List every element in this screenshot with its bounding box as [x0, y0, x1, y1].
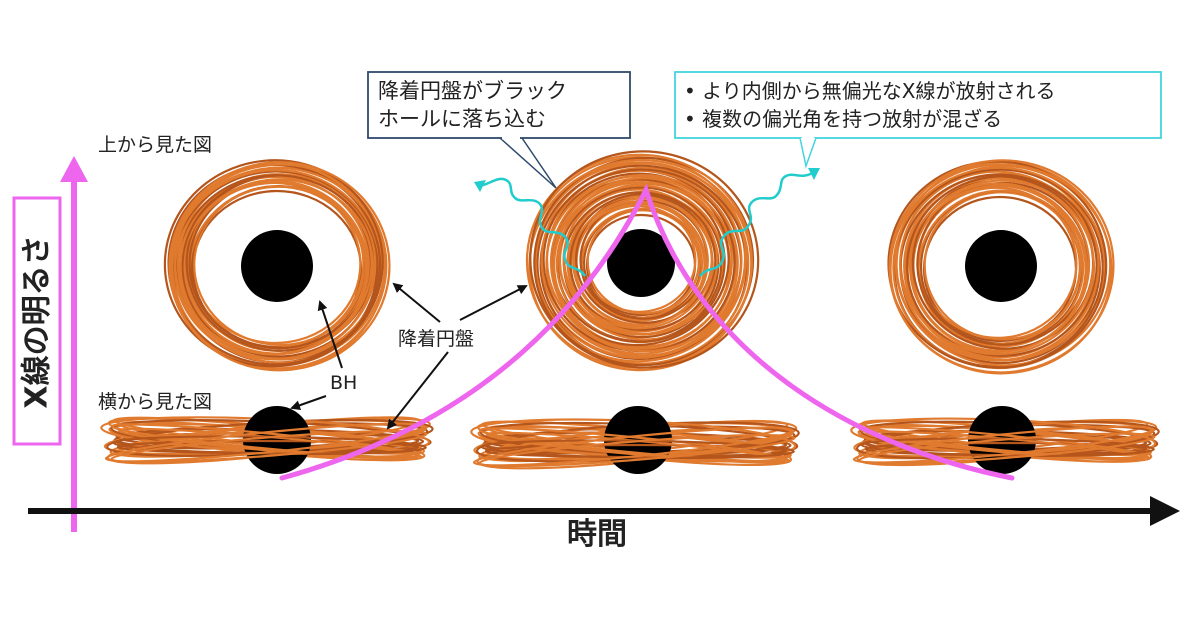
disk-side-1-front — [104, 422, 428, 464]
disk-top-3-stroke — [904, 177, 1091, 354]
callout-infall-box — [367, 71, 631, 139]
callout-emission-box — [674, 71, 1162, 139]
disk-top-3-stroke — [888, 159, 1115, 374]
disk-top-1 — [163, 159, 391, 372]
disk-top-2-stroke — [533, 156, 755, 367]
black-hole-top-3 — [965, 230, 1037, 302]
x-axis-arrowhead — [1150, 496, 1180, 526]
disk-top-2 — [525, 150, 760, 372]
xray-wave-right-tip — [808, 168, 820, 180]
disk-top-2-stroke — [529, 150, 760, 369]
disk-top-1-stroke — [163, 159, 384, 368]
disk-top-1-stroke — [168, 161, 391, 372]
disk-side-2-front-stroke — [478, 433, 796, 468]
disk-side-1-front-stroke — [104, 422, 426, 463]
disk-arrow-top-left — [392, 282, 441, 323]
disk-arrow-top-center — [459, 285, 528, 321]
xray-wave-right — [699, 170, 815, 277]
y-axis-label-box — [12, 196, 62, 446]
disk-side-2-front — [472, 426, 796, 468]
disk-top-3 — [887, 159, 1115, 375]
disk-top-2-stroke — [549, 173, 738, 351]
callout-infall-pointer — [499, 137, 557, 189]
bh-label: BH — [330, 372, 357, 394]
disk-side-3-front-stroke — [852, 425, 1154, 464]
y-axis-arrowhead — [60, 156, 88, 182]
x-axis-label: 時間 — [567, 517, 627, 552]
callout-infall-line-1: 降着円盤がブラック — [378, 79, 567, 103]
xray-wave-left — [479, 177, 587, 277]
disk-label: 降着円盤 — [398, 328, 474, 350]
disk-top-3-stroke — [906, 175, 1098, 357]
y-axis-label: X線の明るさ — [20, 235, 55, 408]
disk-top-3-stroke — [887, 160, 1108, 369]
disk-front-layer — [104, 422, 1156, 468]
disk-top-3-stroke — [908, 182, 1089, 353]
disk-arrow-side — [386, 351, 449, 430]
callout-emission-line-1: • より内側から無偏光なX線が放射される — [684, 79, 1055, 103]
disk-side-1-front-stroke — [110, 429, 428, 464]
bh-arrow-top — [317, 300, 343, 369]
callout-emission-line-2: • 複数の偏光角を持つ放射が混ざる — [684, 107, 1002, 131]
bh-arrow-side — [290, 395, 327, 411]
black-hole-top-1 — [241, 230, 313, 302]
disk-side-3-front-stroke — [858, 432, 1156, 465]
top-view-label: 上から見た図 — [98, 134, 212, 156]
callout-emission-pointer — [799, 137, 817, 169]
black-hole-top-2 — [607, 229, 675, 297]
xray-wave-left-tip — [474, 180, 486, 192]
disk-top-2-stroke — [552, 177, 733, 348]
disk-side-2-front-stroke — [472, 426, 794, 467]
brightness-curve — [279, 183, 1015, 481]
disk-top-2-stroke — [534, 161, 750, 365]
side-view-label: 横から見た図 — [98, 391, 212, 413]
callout-infall-line-2: ホールに落ち込む — [378, 107, 546, 131]
